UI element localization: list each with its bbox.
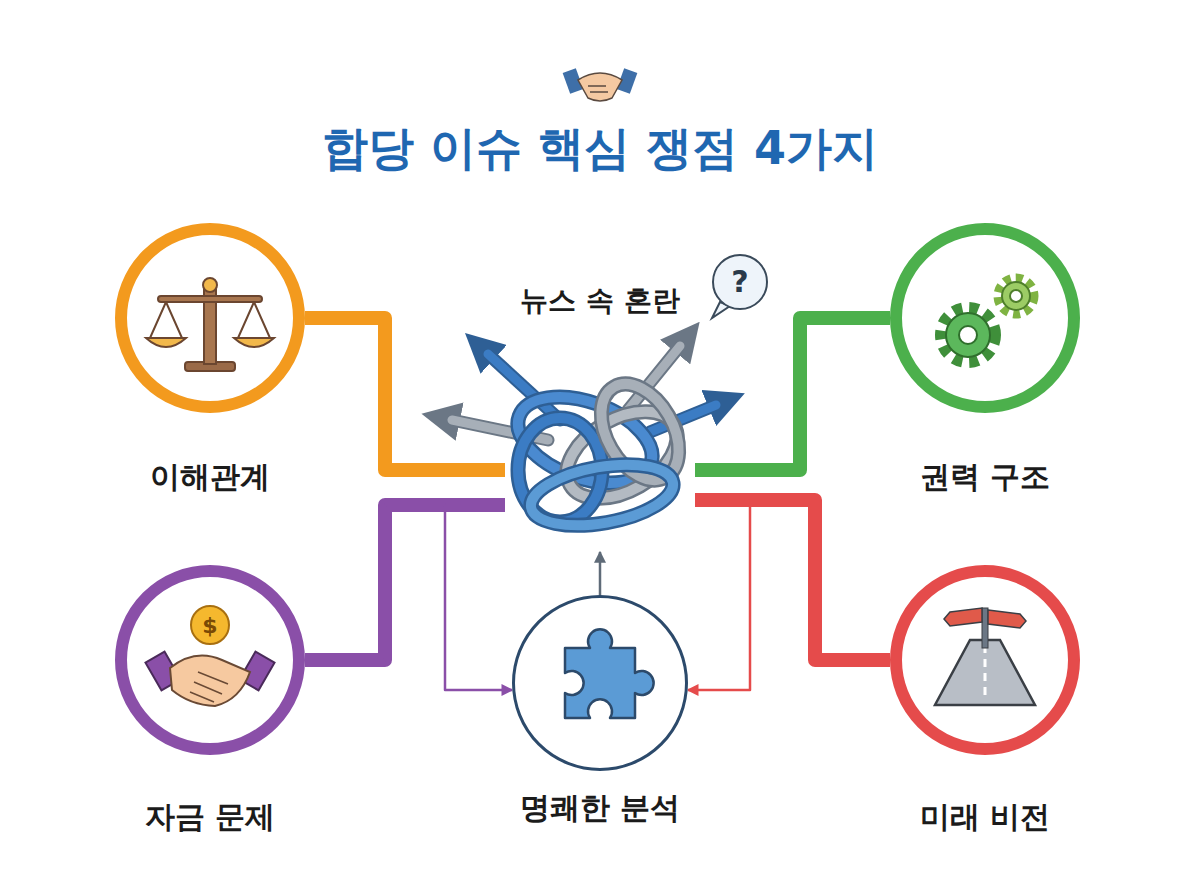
money-handshake-icon-part xyxy=(190,672,228,702)
connector xyxy=(695,318,890,470)
scale-icon xyxy=(146,278,274,371)
road-icon-part xyxy=(944,608,982,626)
tangle-knot-part xyxy=(585,370,694,493)
circle-fills-part xyxy=(512,595,688,771)
connector xyxy=(688,500,890,690)
issue-circle: 이해관계 xyxy=(115,223,305,413)
tangle-knot-part xyxy=(585,370,694,493)
issue-circle: 자금 문제 xyxy=(115,565,305,755)
speech-bubble xyxy=(712,255,767,318)
coin-symbol: $ xyxy=(202,615,217,637)
node-label: 권력 구조 xyxy=(920,457,1050,498)
connector xyxy=(305,505,512,690)
issue-circle: 미래 비전 xyxy=(890,565,1080,755)
node-label: 명쾌한 분석 xyxy=(520,788,680,829)
road-icon-part xyxy=(984,645,987,700)
circle-fills-part xyxy=(120,228,300,408)
handshake-icon-part xyxy=(578,73,622,101)
confusion-knot: 뉴스 속 혼란 xyxy=(505,282,695,552)
issue-circle: 권력 구조 xyxy=(890,223,1080,413)
circle-fills-part xyxy=(895,570,1075,750)
scale-icon-part xyxy=(234,338,274,347)
gears-icon-part xyxy=(946,313,990,357)
circle-fills-part xyxy=(895,228,1075,408)
tangle-knot xyxy=(452,346,716,535)
money-handshake-icon xyxy=(145,606,274,706)
circle-fills xyxy=(120,228,1075,771)
puzzle-icon xyxy=(565,629,654,718)
scale-icon-part xyxy=(146,338,186,347)
gears-icon-part xyxy=(1002,282,1030,310)
road-icon xyxy=(935,608,1035,705)
puzzle-icon-part xyxy=(565,629,654,718)
road-icon-part xyxy=(988,610,1026,628)
diagram-title: 합당 이슈 핵심 쟁점 4가지 xyxy=(0,118,1200,180)
node-label: 이해관계 xyxy=(150,457,270,498)
tangle-knot-part xyxy=(526,455,678,535)
scale-icon-part xyxy=(203,278,217,292)
money-handshake-icon-part xyxy=(191,606,229,644)
speech-bubble-part xyxy=(713,255,767,309)
node-label: 미래 비전 xyxy=(920,797,1050,838)
scale-icon-part xyxy=(150,302,270,338)
gears-icon-part xyxy=(998,278,1034,314)
money-handshake-icon-part xyxy=(170,656,250,707)
circle-fills-part xyxy=(120,570,300,750)
gears-icon xyxy=(941,278,1034,362)
scale-icon-part xyxy=(158,296,262,302)
gears-icon-part xyxy=(959,326,977,344)
connector xyxy=(305,318,505,470)
connector xyxy=(695,500,890,660)
road-icon-part xyxy=(982,608,988,648)
node-label: 자금 문제 xyxy=(145,797,275,838)
analysis-circle: 명쾌한 분석 xyxy=(512,595,688,771)
connector xyxy=(599,552,602,595)
question-mark: ? xyxy=(731,267,748,297)
handshake-icon xyxy=(563,68,638,101)
connector xyxy=(305,505,505,660)
gears-icon-part xyxy=(1010,290,1022,302)
gears-icon-part xyxy=(941,308,995,362)
tangle-knot-part xyxy=(526,455,678,535)
road-icon-part xyxy=(935,640,1035,705)
node-label: 뉴스 속 혼란 xyxy=(520,282,680,320)
handshake-icon-part xyxy=(588,86,608,92)
